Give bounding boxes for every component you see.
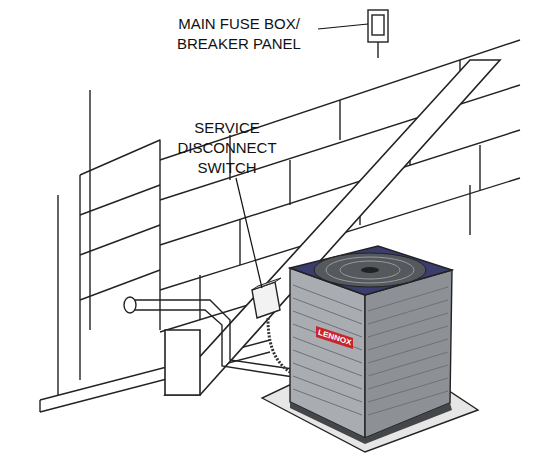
main-fuse-box bbox=[368, 10, 388, 58]
callout-label: SERVICE DISCONNECT SWITCH bbox=[170, 118, 284, 178]
disconnect-switch bbox=[252, 278, 290, 372]
callout-label: MAIN FUSE BOX/ BREAKER PANEL bbox=[158, 14, 320, 54]
condenser-unit bbox=[290, 246, 452, 444]
